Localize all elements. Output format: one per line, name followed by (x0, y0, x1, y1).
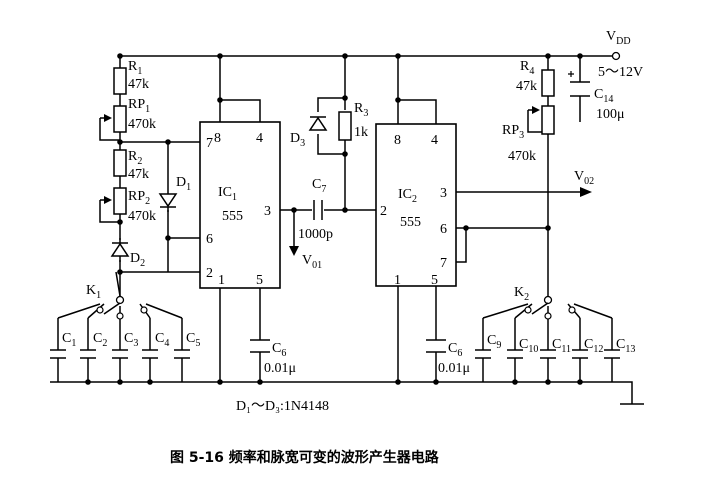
ic2-pin4: 4 (431, 133, 438, 148)
ic2-body (375, 123, 457, 287)
label-c2: C2 (93, 331, 107, 349)
ic1-pin4: 4 (256, 131, 263, 146)
label-c6-left: C6 (272, 341, 286, 359)
ic2-name: IC2 (398, 187, 417, 205)
capacitor-c14 (568, 71, 590, 97)
label-d2: D2 (130, 251, 145, 269)
label-r2: R2 (128, 149, 142, 167)
label-d3: D3 (290, 131, 305, 149)
label-c9: C9 (487, 333, 501, 351)
capacitor-c6-right (426, 339, 446, 353)
resistor-rp1 (113, 105, 127, 133)
ic2-pin7: 7 (440, 256, 447, 271)
label-rp3: RP3 (502, 123, 524, 141)
resistor-r1 (113, 67, 127, 95)
label-c10: C10 (519, 337, 538, 355)
selector-caps-right (475, 303, 620, 382)
diode-d3 (308, 112, 328, 134)
vo1-arrow-icon (289, 246, 299, 256)
ic1-pin1: 1 (218, 273, 225, 288)
resistor-r2 (113, 149, 127, 177)
resistors (104, 67, 555, 215)
label-c1: C1 (62, 331, 76, 349)
diode-d2 (110, 238, 130, 262)
ic2-pin5: 5 (431, 273, 438, 288)
ic1-name: IC1 (218, 185, 237, 203)
capacitor-c7 (312, 198, 324, 222)
ic2-pin2: 2 (380, 204, 387, 219)
value-c6-right: 0.01μ (438, 361, 470, 376)
value-rp2: 470k (128, 209, 156, 224)
value-r4: 47k (516, 79, 537, 94)
vo2-arrow-icon (580, 187, 592, 197)
vdd-range: 5～12V (598, 65, 643, 80)
value-c14: 100μ (596, 107, 625, 122)
diode-note: D₁～D₃:1N4148 (236, 399, 329, 414)
ic1-pin3: 3 (264, 204, 271, 219)
label-r1: R1 (128, 59, 142, 77)
ic1-body (199, 121, 281, 289)
label-r4: R4 (520, 59, 534, 77)
ic2-pin8: 8 (394, 133, 401, 148)
label-c14: C14 (594, 87, 613, 105)
wiper-arrow-rp1 (104, 114, 112, 122)
wiper-arrow-rp2 (104, 196, 112, 204)
resistor-rp3 (541, 105, 555, 135)
label-r3: R3 (354, 101, 368, 119)
capacitor-c6-left (250, 339, 270, 353)
ic1-pin6: 6 (206, 232, 213, 247)
value-r3: 1k (354, 125, 368, 140)
label-c3: C3 (124, 331, 138, 349)
diode-d1 (158, 190, 178, 212)
wiper-arrow-rp3 (532, 106, 540, 114)
label-c13: C13 (616, 337, 635, 355)
diodes (110, 112, 328, 262)
ic1-pin8: 8 (214, 131, 221, 146)
ic1-pin5: 5 (256, 273, 263, 288)
label-k2: K2 (514, 285, 529, 303)
labels: R1 47k RP1 470k R2 47k RP2 470k D1 D2 K1… (62, 29, 643, 466)
ic1-pin7: 7 (206, 136, 213, 151)
value-rp1: 470k (128, 117, 156, 132)
label-c5: C5 (186, 331, 200, 349)
ic1-pin2: 2 (206, 266, 213, 281)
label-c7: C7 (312, 177, 326, 195)
label-rp1: RP1 (128, 97, 150, 115)
label-rp2: RP2 (128, 189, 150, 207)
resistor-r3 (338, 111, 352, 141)
ic2-pin1: 1 (394, 273, 401, 288)
switch-k2 (524, 295, 576, 320)
value-r2: 47k (128, 167, 149, 182)
label-c11: C11 (552, 337, 571, 355)
capacitors (50, 71, 620, 382)
label-k1: K1 (86, 283, 101, 301)
ic2-type: 555 (400, 215, 421, 230)
ic1-type: 555 (222, 209, 243, 224)
junctions (85, 53, 583, 385)
switch-k1 (96, 271, 148, 320)
label-c6-right: C6 (448, 341, 462, 359)
label-vdd: VDD (606, 29, 631, 47)
resistor-r4 (541, 69, 555, 97)
value-r1: 47k (128, 77, 149, 92)
ic2-pin3: 3 (440, 186, 447, 201)
label-d1: D1 (176, 175, 191, 193)
terminals (289, 51, 644, 405)
value-rp3: 470k (508, 149, 536, 164)
ic2-pin6: 6 (440, 222, 447, 237)
label-vo1: V01 (302, 253, 322, 271)
figure-caption: 图 5-16 频率和脉宽可变的波形产生器电路 (170, 449, 440, 466)
value-c6-left: 0.01μ (264, 361, 296, 376)
label-vo2: V02 (574, 169, 594, 187)
label-c4: C4 (155, 331, 169, 349)
label-c12: C12 (584, 337, 603, 355)
resistor-rp2 (113, 187, 127, 215)
vdd-terminal (611, 51, 621, 61)
selector-caps-left (50, 303, 190, 382)
value-c7: 1000p (298, 227, 333, 242)
